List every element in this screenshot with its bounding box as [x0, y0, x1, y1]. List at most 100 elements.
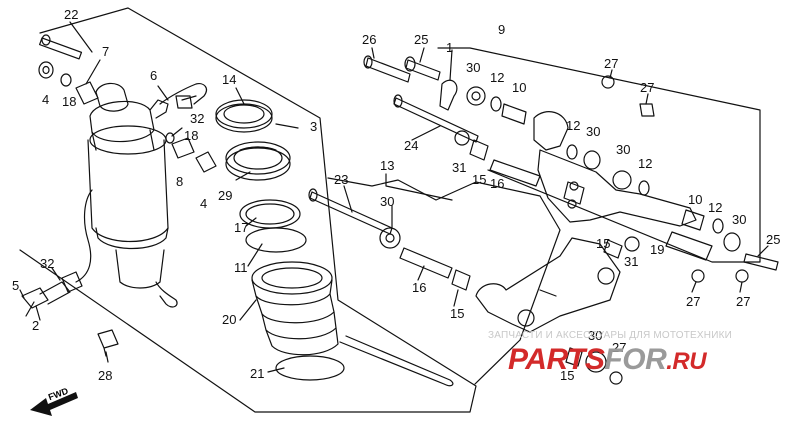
- ring-18-top: [60, 73, 72, 87]
- seal-30-f: [585, 351, 607, 373]
- part-label-27: 27: [686, 294, 700, 309]
- bushing-19: [665, 231, 713, 261]
- part-label-12: 12: [566, 118, 580, 133]
- part-label-7: 7: [102, 44, 109, 59]
- part-label-15: 15: [596, 236, 610, 251]
- logo-part-c: .RU: [666, 348, 707, 375]
- seal-31-a: [454, 130, 470, 146]
- part-label-29: 29: [218, 188, 232, 203]
- washer-4-mid: [195, 151, 217, 173]
- part-label-30: 30: [588, 328, 602, 343]
- cushion-arm-13: [475, 237, 621, 333]
- right-group-outline: [327, 177, 561, 385]
- part-label-8: 8: [176, 174, 183, 189]
- fitting-32-bottom: [61, 271, 83, 293]
- part-label-25: 25: [766, 232, 780, 247]
- adjuster-5: [21, 287, 49, 309]
- ring-18-mid: [165, 132, 175, 144]
- part-label-15: 15: [560, 368, 574, 383]
- link-arm-9: [533, 111, 697, 227]
- collar-8: [171, 137, 195, 159]
- seal-31-b: [624, 236, 640, 252]
- part-label-14: 14: [222, 72, 236, 87]
- part-label-30: 30: [466, 60, 480, 75]
- seal-30-a: [466, 86, 486, 106]
- seal-30-c: [612, 170, 632, 190]
- part-label-27: 27: [604, 56, 618, 71]
- part-label-4: 4: [42, 92, 49, 107]
- washer-12-c: [638, 180, 650, 196]
- bolt-24: [393, 94, 479, 143]
- part-label-32: 32: [40, 256, 54, 271]
- part-label-30: 30: [380, 194, 394, 209]
- part-label-9: 9: [498, 22, 505, 37]
- part-label-13: 13: [380, 158, 394, 173]
- ring-29: [225, 141, 291, 175]
- nut-27-a: [601, 75, 615, 89]
- part-label-27: 27: [640, 80, 654, 95]
- part-label-27: 27: [612, 340, 626, 355]
- watermark-logo: PARTSFOR.RU: [508, 343, 707, 377]
- part-label-22: 22: [64, 7, 78, 22]
- part-label-4: 4: [200, 196, 207, 211]
- part-label-17: 17: [234, 220, 248, 235]
- nut-27-e: [609, 371, 623, 385]
- part-label-20: 20: [222, 312, 236, 327]
- bushing-15-a: [469, 139, 489, 161]
- bolt-25-right: [743, 253, 779, 271]
- part-label-16: 16: [490, 176, 504, 191]
- part-label-5: 5: [12, 278, 19, 293]
- part-label-6: 6: [150, 68, 157, 83]
- part-label-1: 1: [446, 40, 453, 55]
- part-label-27: 27: [736, 294, 750, 309]
- part-label-21: 21: [250, 366, 264, 381]
- part-label-25: 25: [414, 32, 428, 47]
- bolt-26: [363, 55, 411, 83]
- washer-12-b: [566, 144, 578, 160]
- part-label-3: 3: [310, 119, 317, 134]
- nut-27-b: [639, 103, 655, 117]
- bolt-25-top: [404, 56, 441, 81]
- bushing-10-a: [501, 103, 527, 125]
- bolt-22: [39, 34, 83, 60]
- bolt-1: [439, 79, 458, 111]
- washer-12-d: [712, 218, 724, 234]
- logo-part-a: PARTS: [508, 343, 605, 376]
- part-label-18: 18: [62, 94, 76, 109]
- seal-30-d: [379, 227, 401, 249]
- shock-absorber: [87, 82, 178, 308]
- part-label-12: 12: [708, 200, 722, 215]
- part-label-30: 30: [586, 124, 600, 139]
- hose-2: [75, 189, 93, 283]
- part-label-31: 31: [624, 254, 638, 269]
- part-label-15: 15: [472, 172, 486, 187]
- bushing-15-b: [603, 239, 623, 259]
- part-label-12: 12: [638, 156, 652, 171]
- part-label-31: 31: [452, 160, 466, 175]
- collar-7: [75, 81, 99, 105]
- bushing-16-a: [489, 159, 541, 187]
- boot-20: [251, 261, 454, 387]
- watermark-text: ЗАПЧАСТИ И АКСЕССУАРЫ ДЛЯ МОТОТЕХНИКИ: [488, 330, 733, 341]
- part-label-19: 19: [650, 242, 664, 257]
- part-label-16: 16: [412, 280, 426, 295]
- ring-14: [215, 99, 273, 129]
- part-label-10: 10: [512, 80, 526, 95]
- part-label-26: 26: [362, 32, 376, 47]
- seal-30-b: [583, 150, 601, 170]
- hose-6: [159, 83, 208, 105]
- bushing-15-d: [565, 347, 583, 367]
- left-group-outline: [19, 7, 477, 413]
- ring-21: [275, 355, 345, 381]
- logo-part-b: FOR: [604, 343, 667, 376]
- washer-4-top: [38, 61, 54, 79]
- fitting-32-top: [175, 95, 193, 109]
- nut-27-c: [691, 269, 705, 283]
- washer-12-a: [490, 96, 502, 112]
- part-label-28: 28: [98, 368, 112, 383]
- link-group-9-outline: [437, 47, 761, 263]
- part-label-2: 2: [32, 318, 39, 333]
- part-label-15: 15: [450, 306, 464, 321]
- part-label-23: 23: [334, 172, 348, 187]
- bushing-15-c: [451, 269, 471, 291]
